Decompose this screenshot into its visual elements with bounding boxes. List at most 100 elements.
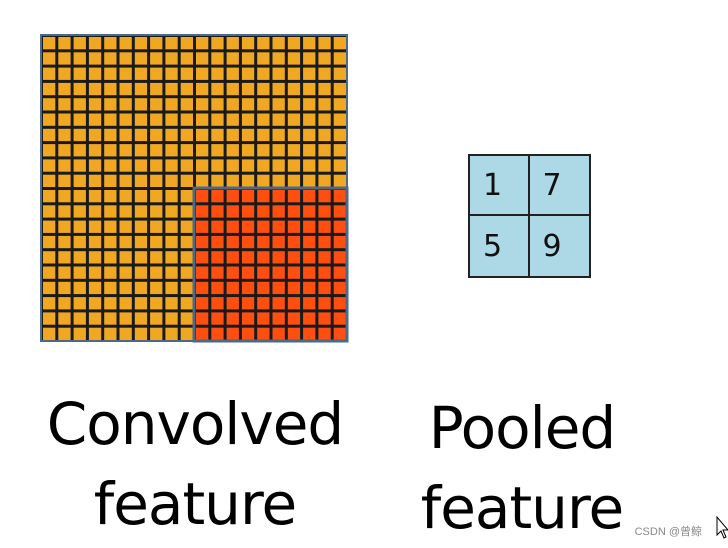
- convolved-cell: [165, 235, 178, 249]
- convolved-cell: [104, 220, 117, 233]
- convolved-cell: [58, 205, 71, 218]
- convolved-cell: [58, 113, 71, 126]
- convolved-cell-highlighted: [241, 266, 255, 279]
- convolved-cell: [43, 113, 56, 126]
- convolved-cell: [88, 205, 102, 218]
- convolved-cell-highlighted: [257, 190, 270, 203]
- convolved-cell: [333, 159, 346, 172]
- convolved-cell-highlighted: [226, 327, 239, 340]
- convolved-cell: [43, 205, 56, 218]
- convolved-cell: [104, 174, 117, 187]
- convolved-cell-highlighted: [226, 297, 239, 310]
- convolved-cell-highlighted: [318, 235, 331, 249]
- convolved-cell: [318, 37, 331, 50]
- convolved-cell: [333, 82, 346, 96]
- convolved-cell: [150, 205, 163, 218]
- convolved-cell: [134, 190, 148, 203]
- convolved-cell-highlighted: [196, 220, 209, 233]
- convolved-cell: [165, 266, 178, 279]
- convolved-cell: [241, 113, 255, 126]
- convolved-cell: [58, 98, 71, 111]
- convolved-cell-highlighted: [303, 327, 316, 340]
- convolved-cell: [272, 82, 285, 96]
- convolved-cell: [58, 52, 71, 65]
- convolved-cell: [43, 144, 56, 157]
- convolved-cell: [119, 251, 132, 264]
- convolved-cell: [150, 113, 163, 126]
- convolved-cell: [73, 128, 86, 142]
- convolved-cell-highlighted: [287, 312, 301, 325]
- convolved-cell: [119, 190, 132, 203]
- pooled-caption-line2: feature: [420, 474, 624, 542]
- convolved-cell: [119, 37, 132, 50]
- convolved-cell-highlighted: [257, 297, 270, 310]
- convolved-cell: [73, 327, 86, 340]
- convolved-cell-highlighted: [196, 235, 209, 249]
- convolved-cell: [43, 327, 56, 340]
- convolved-cell: [196, 52, 209, 65]
- convolved-cell-highlighted: [333, 190, 346, 203]
- convolved-cell: [58, 220, 71, 233]
- convolved-cell: [88, 281, 102, 295]
- convolved-cell-highlighted: [318, 312, 331, 325]
- convolved-cell: [333, 144, 346, 157]
- convolved-cell-highlighted: [318, 327, 331, 340]
- convolved-cell-highlighted: [303, 281, 316, 295]
- convolved-cell: [287, 52, 301, 65]
- convolved-cell-highlighted: [257, 266, 270, 279]
- csdn-watermark: CSDN @曾鲸: [634, 526, 702, 538]
- convolved-cell: [119, 159, 132, 172]
- convolved-cell: [241, 98, 255, 111]
- convolved-cell: [58, 297, 71, 310]
- convolved-cell: [43, 220, 56, 233]
- convolved-cell: [180, 82, 193, 96]
- convolved-cell: [287, 98, 301, 111]
- convolved-cell: [272, 128, 285, 142]
- convolved-cell: [211, 159, 224, 172]
- convolved-cell: [165, 297, 178, 310]
- pooled-feature-caption: Pooled feature: [402, 388, 642, 548]
- convolved-cell: [272, 144, 285, 157]
- convolved-cell-highlighted: [196, 205, 209, 218]
- convolved-cell: [165, 113, 178, 126]
- convolved-cell: [43, 67, 56, 80]
- convolved-cell: [180, 98, 193, 111]
- convolved-cell: [226, 159, 239, 172]
- convolved-cell: [43, 37, 56, 50]
- convolved-cell: [333, 67, 346, 80]
- convolved-feature-caption: Convolved feature: [40, 384, 350, 544]
- convolved-cell: [134, 159, 148, 172]
- convolved-cell: [318, 174, 331, 187]
- convolved-cell: [196, 174, 209, 187]
- convolved-cell: [226, 174, 239, 187]
- convolved-cell: [104, 297, 117, 310]
- convolved-cell-highlighted: [272, 235, 285, 249]
- convolved-cell-highlighted: [272, 205, 285, 218]
- convolved-cell-highlighted: [196, 297, 209, 310]
- convolved-cell: [303, 67, 316, 80]
- convolved-cell: [119, 113, 132, 126]
- convolved-cell-highlighted: [226, 281, 239, 295]
- convolved-cell: [88, 190, 102, 203]
- convolved-cell: [73, 281, 86, 295]
- convolved-cell: [196, 128, 209, 142]
- convolved-cell: [88, 235, 102, 249]
- convolved-cell-highlighted: [272, 281, 285, 295]
- convolved-cell: [241, 174, 255, 187]
- convolved-cell: [73, 312, 86, 325]
- convolved-cell: [241, 52, 255, 65]
- convolved-cell: [165, 251, 178, 264]
- convolved-cell: [134, 251, 148, 264]
- convolved-cell-highlighted: [211, 281, 224, 295]
- convolved-cell-highlighted: [333, 251, 346, 264]
- convolved-cell: [226, 98, 239, 111]
- convolved-cell-highlighted: [257, 251, 270, 264]
- convolved-cell: [211, 98, 224, 111]
- convolved-cell: [134, 297, 148, 310]
- convolved-cell: [134, 327, 148, 340]
- convolved-cell: [257, 98, 270, 111]
- convolved-cell-highlighted: [226, 266, 239, 279]
- convolved-cell: [73, 113, 86, 126]
- convolved-cell: [150, 235, 163, 249]
